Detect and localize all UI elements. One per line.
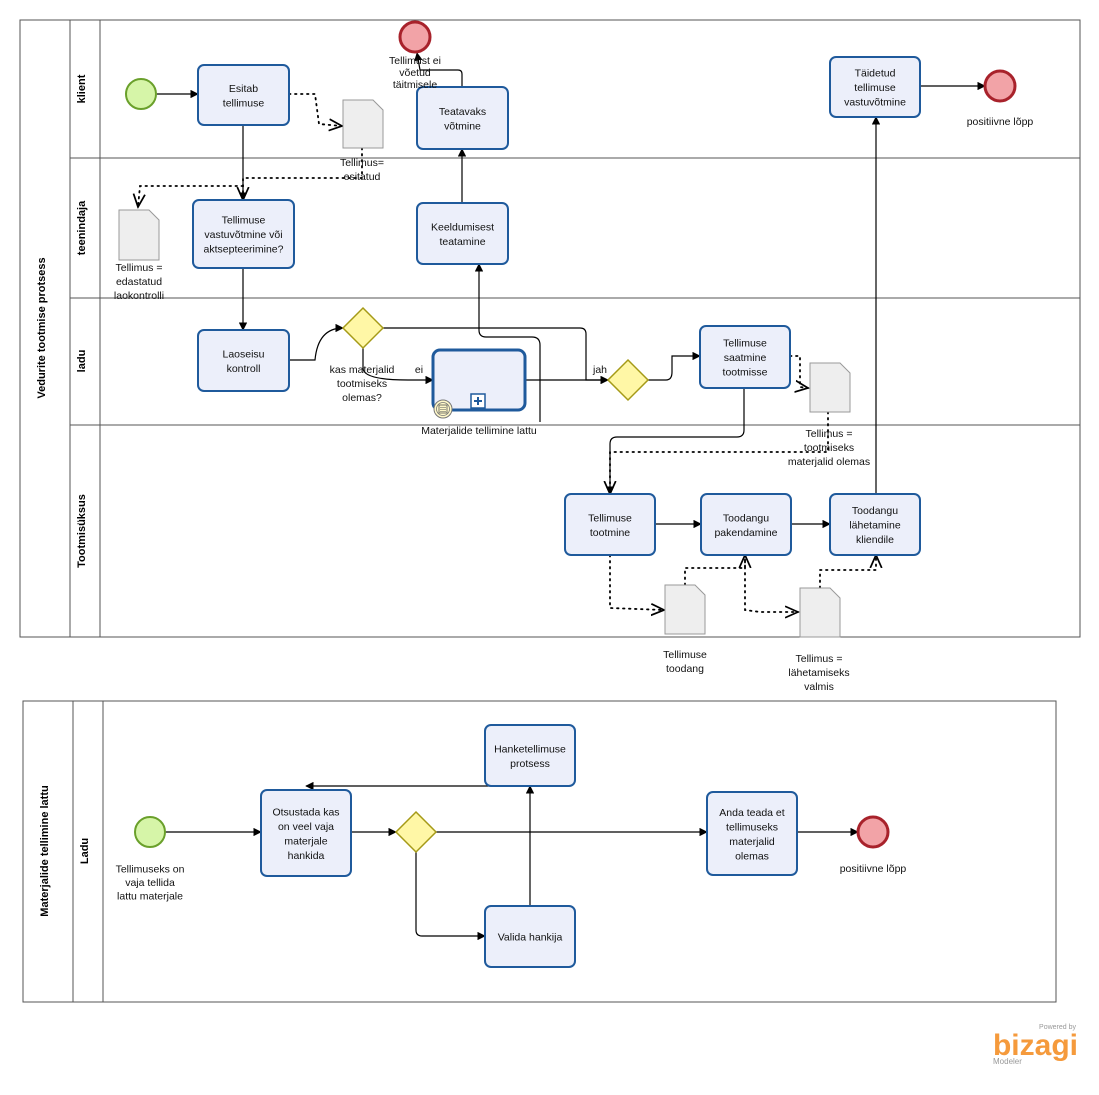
doc-esitatud-label: Tellimus=esitatud xyxy=(340,157,384,183)
brand-name: bizagi xyxy=(993,1029,1078,1062)
pool-title: Vedurite tootmise protsess xyxy=(36,257,48,398)
lane-title-tootmisuksus: Tootmisüksus xyxy=(76,494,88,568)
start-event-2[interactable] xyxy=(134,816,166,848)
end-positive-label: positiivne lõpp xyxy=(967,116,1034,128)
gateway-materials-check[interactable] xyxy=(341,306,385,350)
sequence-flows-pool2 xyxy=(165,781,859,941)
lane-title-klient: klient xyxy=(76,74,88,103)
brand-powered: Powered by xyxy=(1039,1024,1076,1031)
brand-product: Modeler xyxy=(993,1057,1022,1066)
end-event-negative[interactable] xyxy=(398,20,432,54)
task-valida-hankija[interactable]: Valida hankija xyxy=(484,905,576,968)
lane-title-ladu: ladu xyxy=(76,350,88,373)
gateway-decision-2[interactable] xyxy=(394,810,438,854)
task-valida-hankija-label: Valida hankija xyxy=(498,932,563,944)
end-event-positive-2[interactable] xyxy=(856,815,890,849)
pool-materjalide-tellimine: Materjalide tellimine lattu Ladu xyxy=(22,700,1057,1003)
end-label-2: positiivne lõpp xyxy=(840,863,907,875)
bizagi-logo: Powered by bizagi Modeler xyxy=(993,1024,1078,1066)
flow-label-yes: jah xyxy=(592,364,607,376)
gateway-merge[interactable] xyxy=(606,358,650,402)
flow-label-no: ei xyxy=(415,364,423,376)
sequence-flows-pool1 xyxy=(157,52,986,529)
data-objects-pool1 xyxy=(118,99,851,638)
associations-pool1 xyxy=(138,93,876,612)
lane-title-teenindaja: teenindaja xyxy=(76,200,88,255)
end-event-positive[interactable] xyxy=(983,69,1017,103)
pool2-title: Materjalide tellimine lattu xyxy=(39,785,51,916)
subprocess-label: Materjalide tellimine lattu xyxy=(421,425,537,437)
subprocess-materjalide-tellimine[interactable] xyxy=(431,348,527,419)
pool-vedurite-tootmise: Vedurite tootmise protsess klient teenin… xyxy=(19,19,1081,638)
lane-title-ladu-2: Ladu xyxy=(79,838,91,864)
start-event[interactable] xyxy=(125,78,157,110)
